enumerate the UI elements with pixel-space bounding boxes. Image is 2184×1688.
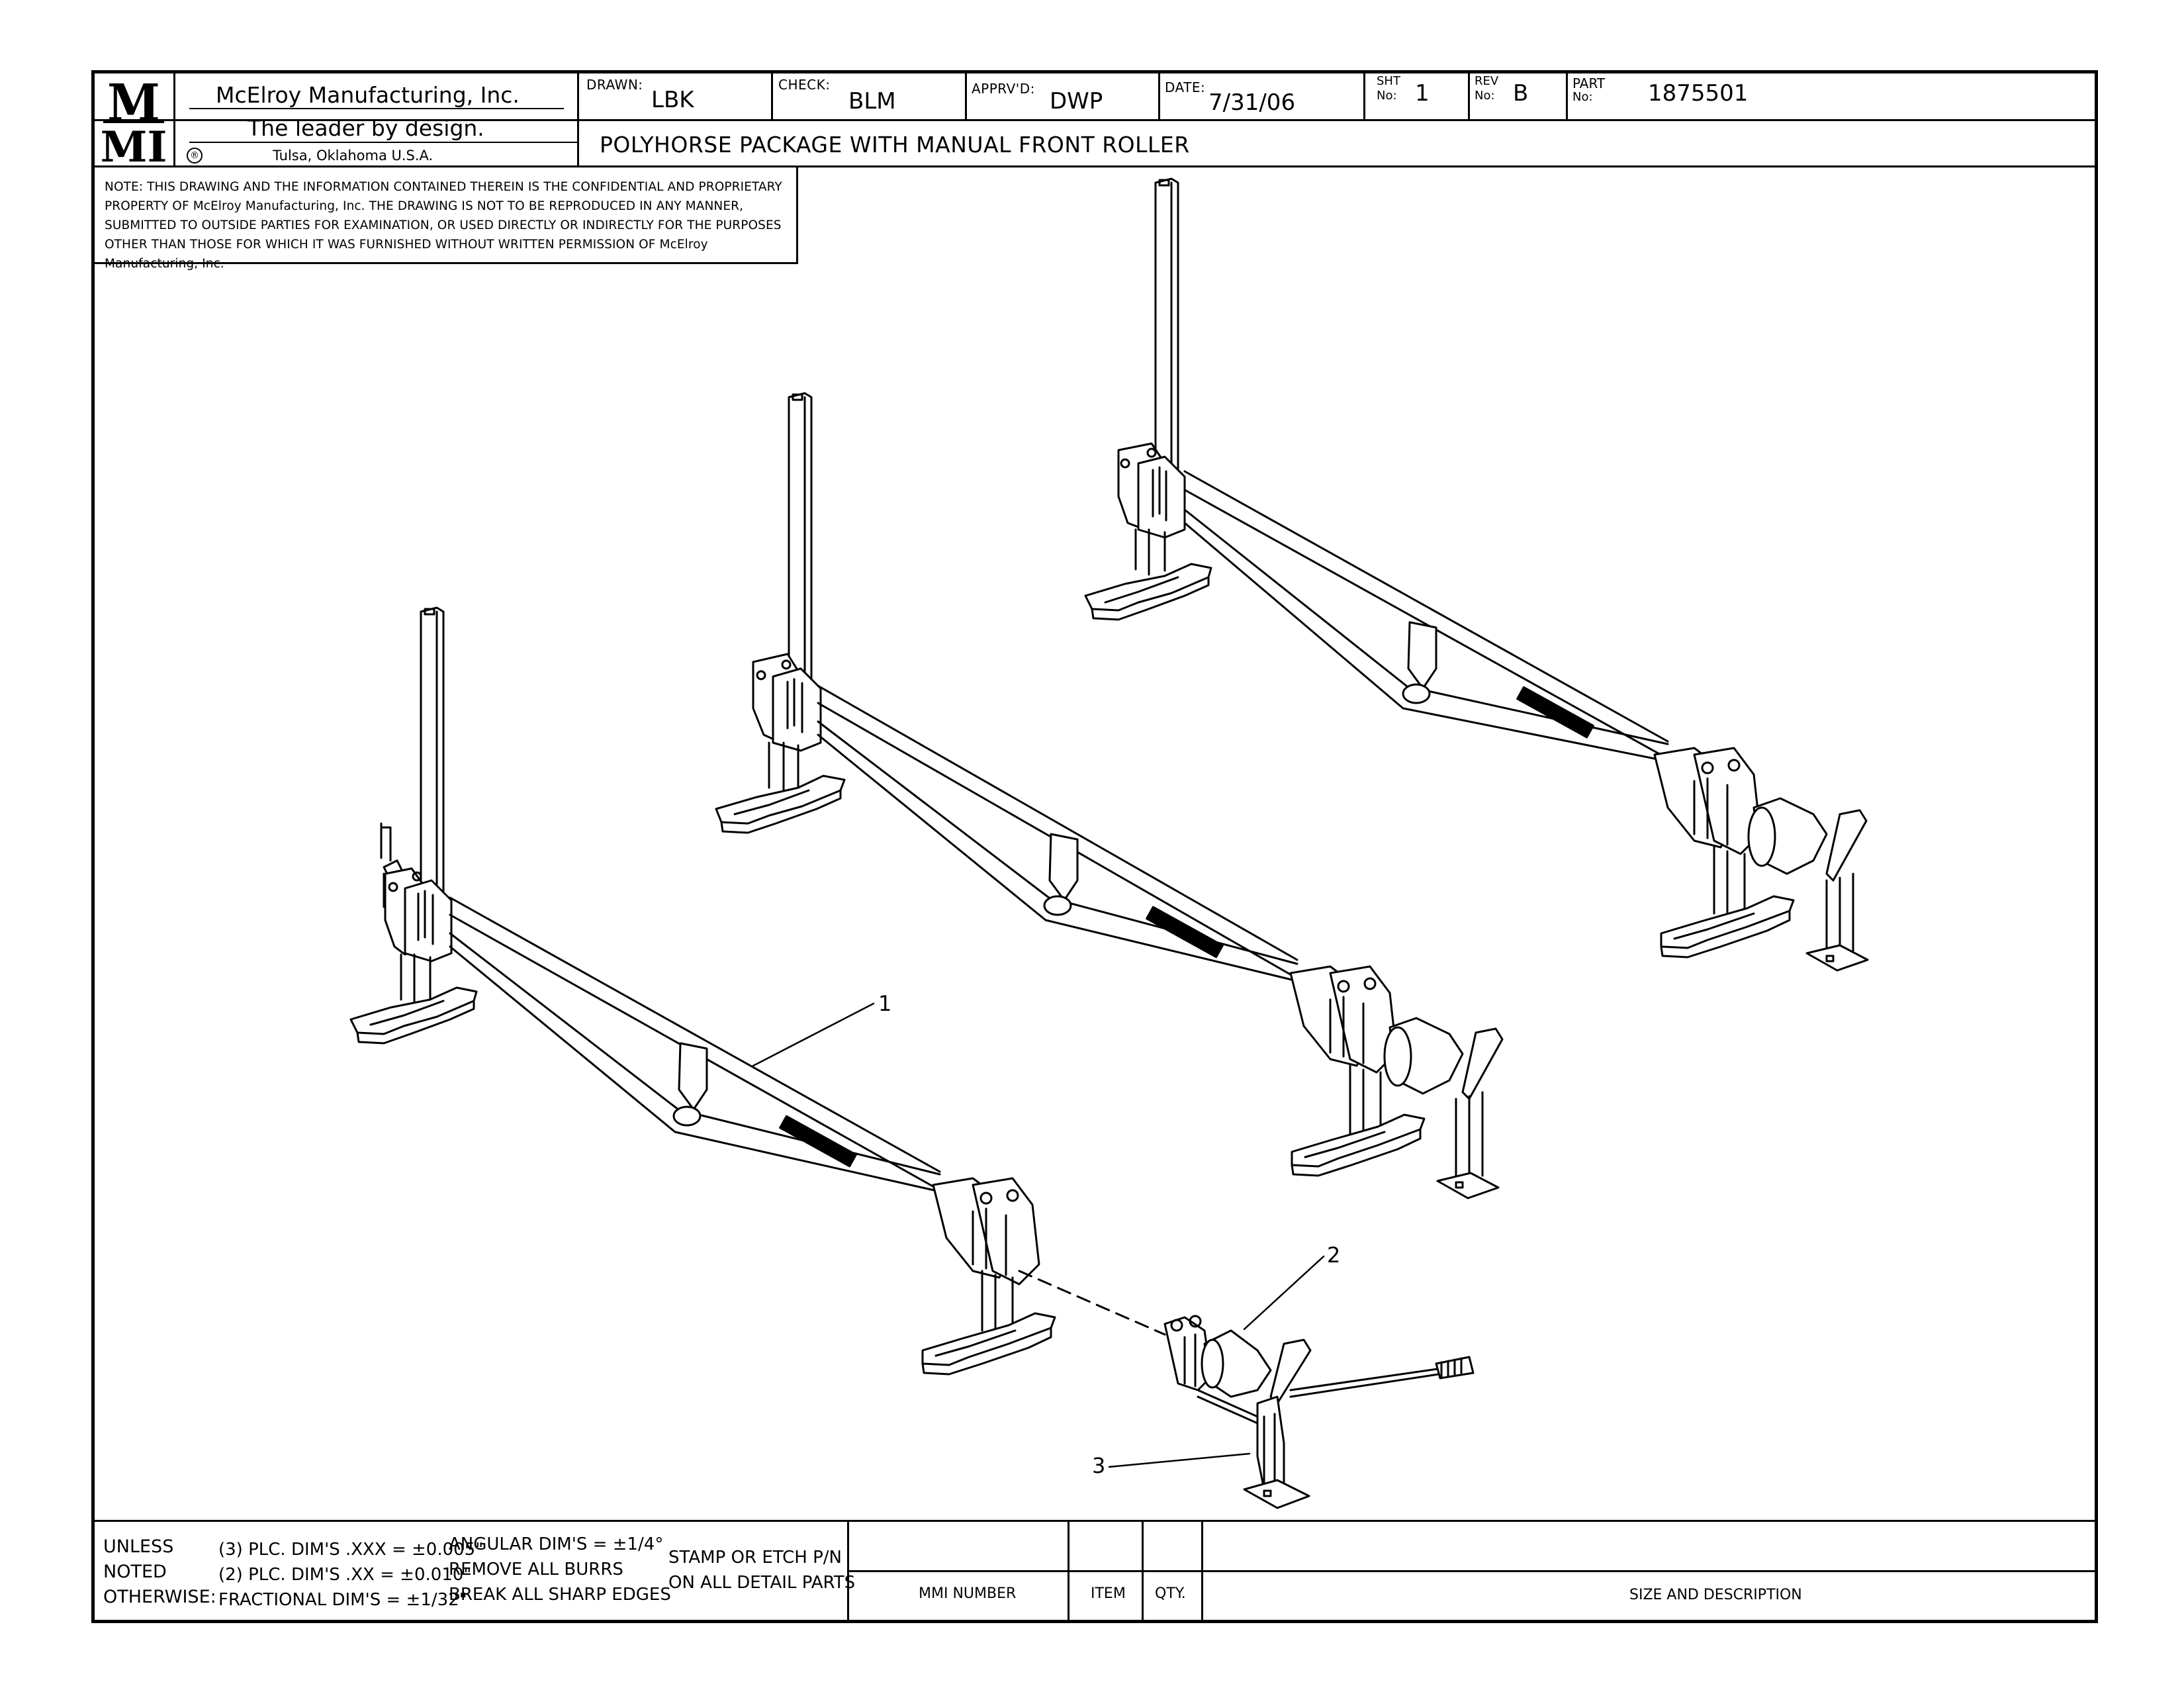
note-box-right <box>796 165 798 263</box>
apprvd-label: APPRV'D: <box>972 81 1035 97</box>
rev-value: B <box>1513 80 1529 107</box>
rear-polyhorse <box>1084 177 1869 972</box>
callout-1-leader <box>752 1002 875 1067</box>
part-label-1: PART <box>1572 75 1606 91</box>
registered-mark: ® <box>187 148 203 164</box>
drawn-value: LBK <box>651 87 694 113</box>
logo-divider <box>173 70 175 167</box>
check-divider <box>965 70 967 121</box>
mmi-number-header: MMI NUMBER <box>919 1585 1017 1602</box>
date-value: 7/31/06 <box>1208 89 1296 116</box>
apprvd-divider <box>1158 70 1160 121</box>
tagline-underline <box>189 142 577 143</box>
callout-3: 3 <box>1092 1453 1106 1478</box>
drawing-title: POLYHORSE PACKAGE WITH MANUAL FRONT ROLL… <box>600 132 1190 158</box>
callout-2: 2 <box>1327 1243 1341 1268</box>
item-header: ITEM <box>1091 1585 1126 1602</box>
sht-label-2: No: <box>1377 89 1397 103</box>
drawn-label: DRAWN: <box>586 77 643 93</box>
svg-text:MI: MI <box>101 122 167 164</box>
company-tagline: The leader by design. <box>248 115 484 141</box>
unless-noted-otherwise: UNLESS NOTED OTHERWISE: <box>103 1536 216 1607</box>
company-location: Tulsa, Oklahoma U.S.A. <box>273 148 433 164</box>
size-and-description-header: SIZE AND DESCRIPTION <box>1629 1587 1802 1603</box>
bottom-block-top <box>91 1520 2098 1522</box>
stamp-part-number-note: STAMP OR ETCH P/N ON ALL DETAIL PARTS <box>668 1548 856 1593</box>
parts-list-header-line <box>847 1570 2098 1572</box>
callout-1: 1 <box>878 991 892 1016</box>
angular-tolerance-notes: ANGULAR DIM'S = ±1/4° REMOVE ALL BURRS B… <box>449 1534 671 1605</box>
sht-divider <box>1468 70 1470 121</box>
date-divider <box>1363 70 1365 121</box>
callout-3-leader <box>1108 1452 1251 1468</box>
mmi-logo: M MI <box>99 74 168 172</box>
part-number: 1875501 <box>1648 80 1749 107</box>
item-divider <box>1142 1520 1144 1623</box>
mmi-number-divider <box>1068 1520 1069 1623</box>
assembly-dashed-line <box>1018 1270 1166 1336</box>
rev-divider <box>1566 70 1568 121</box>
sht-label-1: SHT <box>1377 74 1400 88</box>
parts-list-left <box>847 1520 849 1623</box>
check-label: CHECK: <box>778 77 831 93</box>
place-dimension-tolerances: (3) PLC. DIM'S .XXX = ±0.005" (2) PLC. D… <box>218 1540 484 1610</box>
part-label-2: No: <box>1572 90 1593 104</box>
qty-divider <box>1201 1520 1203 1623</box>
title-block-divider <box>91 119 2098 121</box>
note-box-bottom <box>91 262 798 264</box>
company-name-underline <box>189 108 564 109</box>
date-label: DATE: <box>1165 79 1206 95</box>
sht-value: 1 <box>1415 80 1430 107</box>
company-divider <box>577 70 579 167</box>
middle-polyhorse <box>715 392 1504 1199</box>
callout-2-leader <box>1243 1255 1325 1331</box>
company-name: McElroy Manufacturing, Inc. <box>216 82 520 108</box>
drawn-divider <box>771 70 773 121</box>
drawing-sheet <box>91 70 2098 1623</box>
check-value: BLM <box>848 88 896 115</box>
rev-label-2: No: <box>1475 89 1495 103</box>
qty-header: QTY. <box>1155 1585 1186 1602</box>
confidentiality-note: NOTE: THIS DRAWING AND THE INFORMATION C… <box>105 180 782 271</box>
rev-label-1: REV <box>1475 74 1499 88</box>
title-block-bottom <box>91 165 2098 167</box>
front-polyhorse <box>349 606 1056 1376</box>
front-roller-assembly <box>1163 1315 1475 1509</box>
apprvd-value: DWP <box>1050 88 1103 115</box>
